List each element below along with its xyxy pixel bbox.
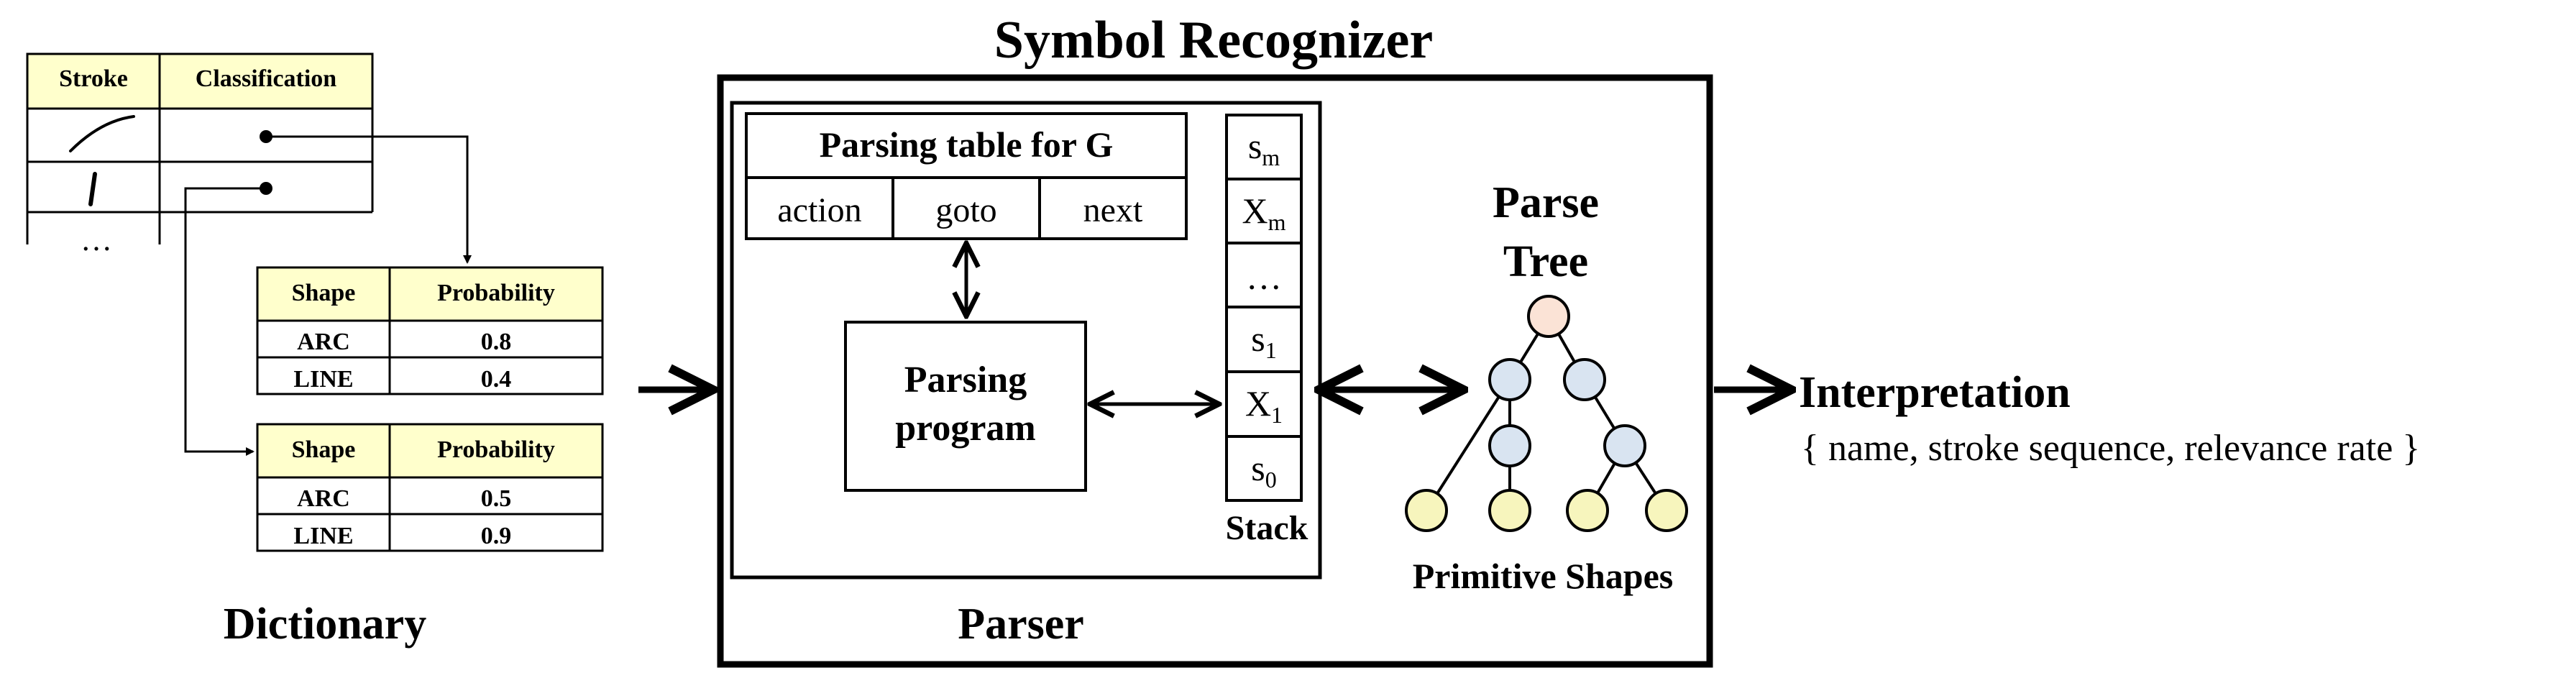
tree-leaf-node xyxy=(1488,489,1531,532)
interpretation-title: Interpretation xyxy=(1799,368,2071,417)
interpretation: Interpretation { name, stroke sequence, … xyxy=(1799,368,2420,469)
dictionary: Stroke Classification … Shape Probabilit… xyxy=(26,52,604,649)
tree-leaf-node xyxy=(1645,489,1688,532)
tree-inner-node xyxy=(1563,358,1606,401)
stack-cell-s0: s0 xyxy=(1251,448,1276,493)
parsing-table-title: Parsing table for G xyxy=(820,124,1114,165)
tree-leaf-node xyxy=(1405,489,1448,532)
interpretation-detail: { name, stroke sequence, relevance rate … xyxy=(1801,428,2420,469)
parsing-program-label-line2: program xyxy=(895,408,1035,449)
parser-frame xyxy=(730,101,1322,580)
probability-cell: 0.5 xyxy=(481,485,512,512)
tree-edge xyxy=(1425,378,1511,512)
primitive-shapes-caption: Primitive Shapes xyxy=(1413,556,1673,596)
symbol-recognizer-frame xyxy=(717,74,1713,668)
shape-table-1: Shape Probability ARC 0.8 LINE 0.4 xyxy=(256,266,604,395)
stroke-table-ellipsis: … xyxy=(81,222,112,257)
stack: sm Xm … s1 X1 s0 Stack xyxy=(1225,114,1308,547)
shape-cell: ARC xyxy=(297,485,350,512)
tree-root-node xyxy=(1527,295,1570,338)
parsing-table-action-column: action xyxy=(777,191,861,229)
parse-tree-edges xyxy=(1425,315,1668,512)
line-stroke-glyph xyxy=(88,172,97,206)
shape-cell: ARC xyxy=(297,329,350,355)
stroke-table-header-cell xyxy=(26,52,374,110)
stack-cell-x1: X1 xyxy=(1245,383,1283,428)
parser: Parsing table for G action goto next Par… xyxy=(730,101,1322,649)
pointer-arrow-to-shape-table-1 xyxy=(266,135,472,264)
shape-column-header: Shape xyxy=(292,436,356,463)
stack-label: Stack xyxy=(1226,509,1308,547)
parser-label: Parser xyxy=(958,600,1084,649)
probability-cell: 0.8 xyxy=(481,329,512,355)
arc-stroke-glyph xyxy=(69,115,135,152)
tree-inner-node xyxy=(1488,358,1531,401)
symbol-recognizer-title: Symbol Recognizer xyxy=(994,11,1433,70)
probability-column-header: Probability xyxy=(437,280,555,306)
stack-cell-ellipsis: … xyxy=(1246,257,1282,297)
parse-tree-title-line2: Tree xyxy=(1503,237,1588,286)
symbol-recognizer: Symbol Recognizer Parsing table for G ac… xyxy=(717,11,1713,668)
stroke-column-header: Stroke xyxy=(59,65,128,92)
probability-cell: 0.4 xyxy=(481,366,512,393)
stack-cell-s1: s1 xyxy=(1251,319,1276,363)
parse-tree-title-line1: Parse xyxy=(1493,178,1599,227)
shape-column-header: Shape xyxy=(292,280,356,306)
pointer-arrow-to-shape-table-2 xyxy=(184,187,266,456)
shape-table-2: Shape Probability ARC 0.5 LINE 0.9 xyxy=(256,423,604,552)
stack-cell-sm: sm xyxy=(1248,126,1280,170)
stroke-table: Stroke Classification … xyxy=(26,52,472,456)
tree-inner-node xyxy=(1488,424,1531,467)
parse-tree: Parse Tree Primitive S xyxy=(1405,178,1688,596)
parsing-program-label-line1: Parsing xyxy=(904,360,1027,400)
stack-cell-xm: Xm xyxy=(1242,191,1286,235)
shape-table-header-cell xyxy=(256,423,604,479)
parsing-table-goto-column: goto xyxy=(935,191,996,229)
tree-leaf-node xyxy=(1566,489,1609,532)
dictionary-label: Dictionary xyxy=(224,600,426,649)
shape-cell: LINE xyxy=(293,523,353,549)
parsing-program-box xyxy=(844,321,1087,492)
shape-cell: LINE xyxy=(293,366,353,393)
classification-column-header: Classification xyxy=(196,65,337,92)
shape-table-header-cell xyxy=(256,266,604,322)
probability-cell: 0.9 xyxy=(481,523,512,549)
parsing-table-next-column: next xyxy=(1083,191,1143,229)
probability-column-header: Probability xyxy=(437,436,555,463)
tree-inner-node xyxy=(1603,424,1646,467)
